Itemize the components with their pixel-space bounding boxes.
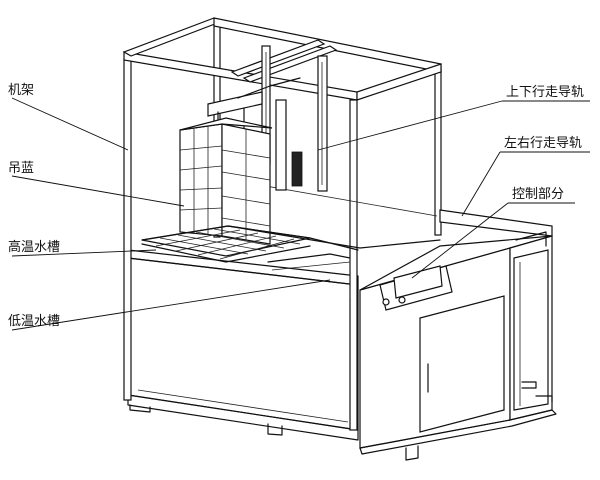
control-cabinet — [359, 209, 557, 461]
label-vertical-rail: 上下行走导轨 — [506, 85, 584, 100]
label-basket: 吊蓝 — [8, 161, 34, 176]
label-frame: 机架 — [8, 83, 34, 98]
tank-cabinet — [127, 249, 359, 441]
vertical-guide-rails — [207, 45, 328, 192]
horizontal-guide-rail — [439, 209, 553, 237]
cold-water-tank — [267, 253, 351, 298]
leader-lines — [11, 97, 590, 331]
label-hot-tank: 高温水槽 — [8, 239, 60, 255]
label-horizontal-rail: 左右行走导轨 — [504, 136, 582, 151]
hanging-basket — [179, 107, 273, 245]
label-cold-tank: 低温水槽 — [8, 314, 60, 329]
label-control: 控制部分 — [512, 187, 564, 202]
hot-water-tank — [141, 225, 441, 263]
